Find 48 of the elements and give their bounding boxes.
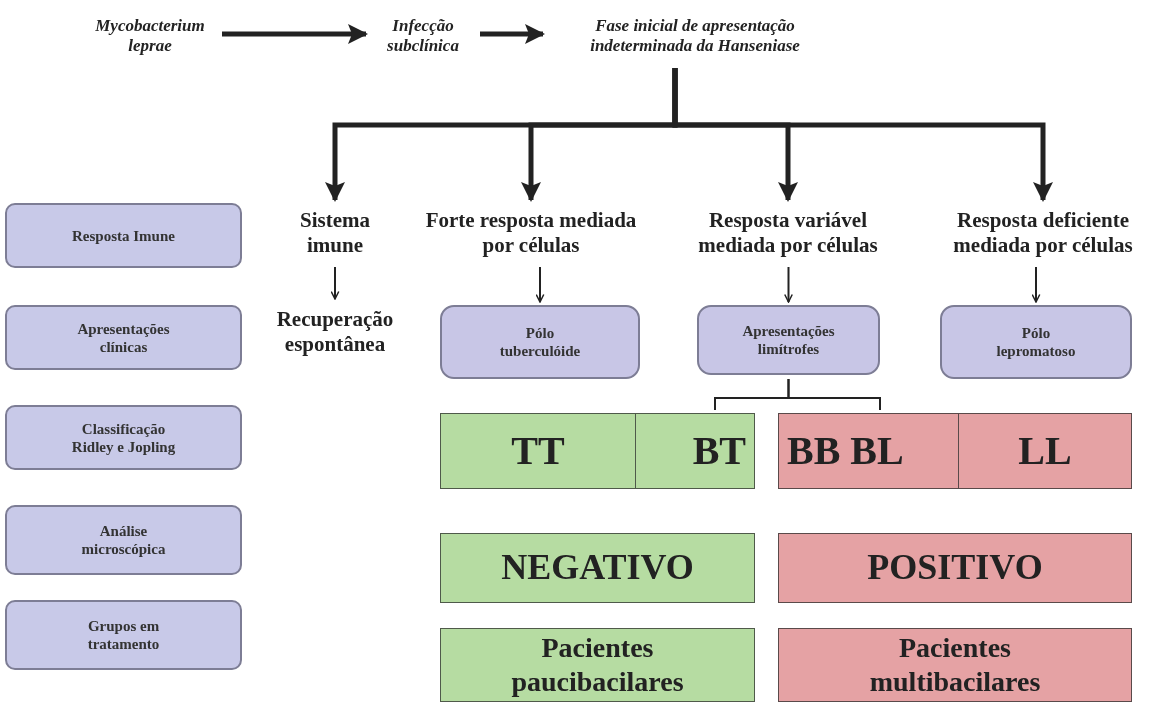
arrow (222, 24, 368, 44)
box-label: Classificação Ridley e Jopling (70, 419, 177, 456)
clinical-box (940, 305, 1132, 379)
clinical-box (697, 305, 880, 375)
box-label: Análise microscópica (80, 522, 167, 558)
response-label: Sistema imune (299, 207, 371, 259)
box-label: Pacientes multibacilares (868, 631, 1042, 699)
classification-cell (635, 413, 755, 489)
box-label: Pacientes paucibacilares (510, 631, 685, 699)
stage-label: Fase inicial de apresentação indeterminada da Hanseniase (589, 15, 801, 57)
result-box (440, 533, 755, 603)
patient-group-box (440, 628, 755, 702)
category-box (5, 600, 242, 670)
response-label: Resposta variável mediada por células (697, 207, 879, 259)
classification-cell (958, 413, 1132, 489)
box-label: Apresentações clínicas (76, 319, 171, 356)
category-box (5, 505, 242, 575)
response-label: Forte resposta mediada por células (425, 207, 637, 259)
box-label: LL (1018, 427, 1072, 475)
clinical-box (440, 305, 640, 379)
stage-label: Infecção subclínica (386, 15, 460, 57)
arrow (330, 266, 340, 300)
bracket-line (787, 378, 881, 411)
arrow (535, 266, 545, 303)
classification-cell (778, 413, 959, 489)
category-box (5, 405, 242, 470)
box-label: Pólo tuberculóide (498, 324, 582, 360)
box-label: Resposta Imune (72, 226, 175, 245)
category-box (5, 305, 242, 370)
outcome-label: Recuperação espontânea (275, 306, 395, 358)
result-box (778, 533, 1132, 603)
box-label: TT (511, 427, 565, 475)
arrow (1031, 266, 1041, 303)
box-label: POSITIVO (867, 546, 1043, 590)
arrow (672, 68, 1053, 202)
arrow (784, 266, 793, 303)
box-label: Apresentações limítrofes (741, 322, 836, 358)
classification-cell (440, 413, 636, 489)
category-box (5, 203, 242, 268)
arrow (480, 24, 545, 44)
patient-group-box (778, 628, 1132, 702)
box-label: Pólo lepromatoso (995, 324, 1077, 360)
response-label: Resposta deficiente mediada por células (952, 207, 1134, 259)
source-label: Mycobacterium leprae (94, 15, 206, 57)
box-label: Grupos em tratamento (86, 617, 161, 653)
box-label: BT (692, 427, 746, 475)
box-label: BB BL (787, 427, 904, 475)
box-label: NEGATIVO (501, 546, 694, 590)
